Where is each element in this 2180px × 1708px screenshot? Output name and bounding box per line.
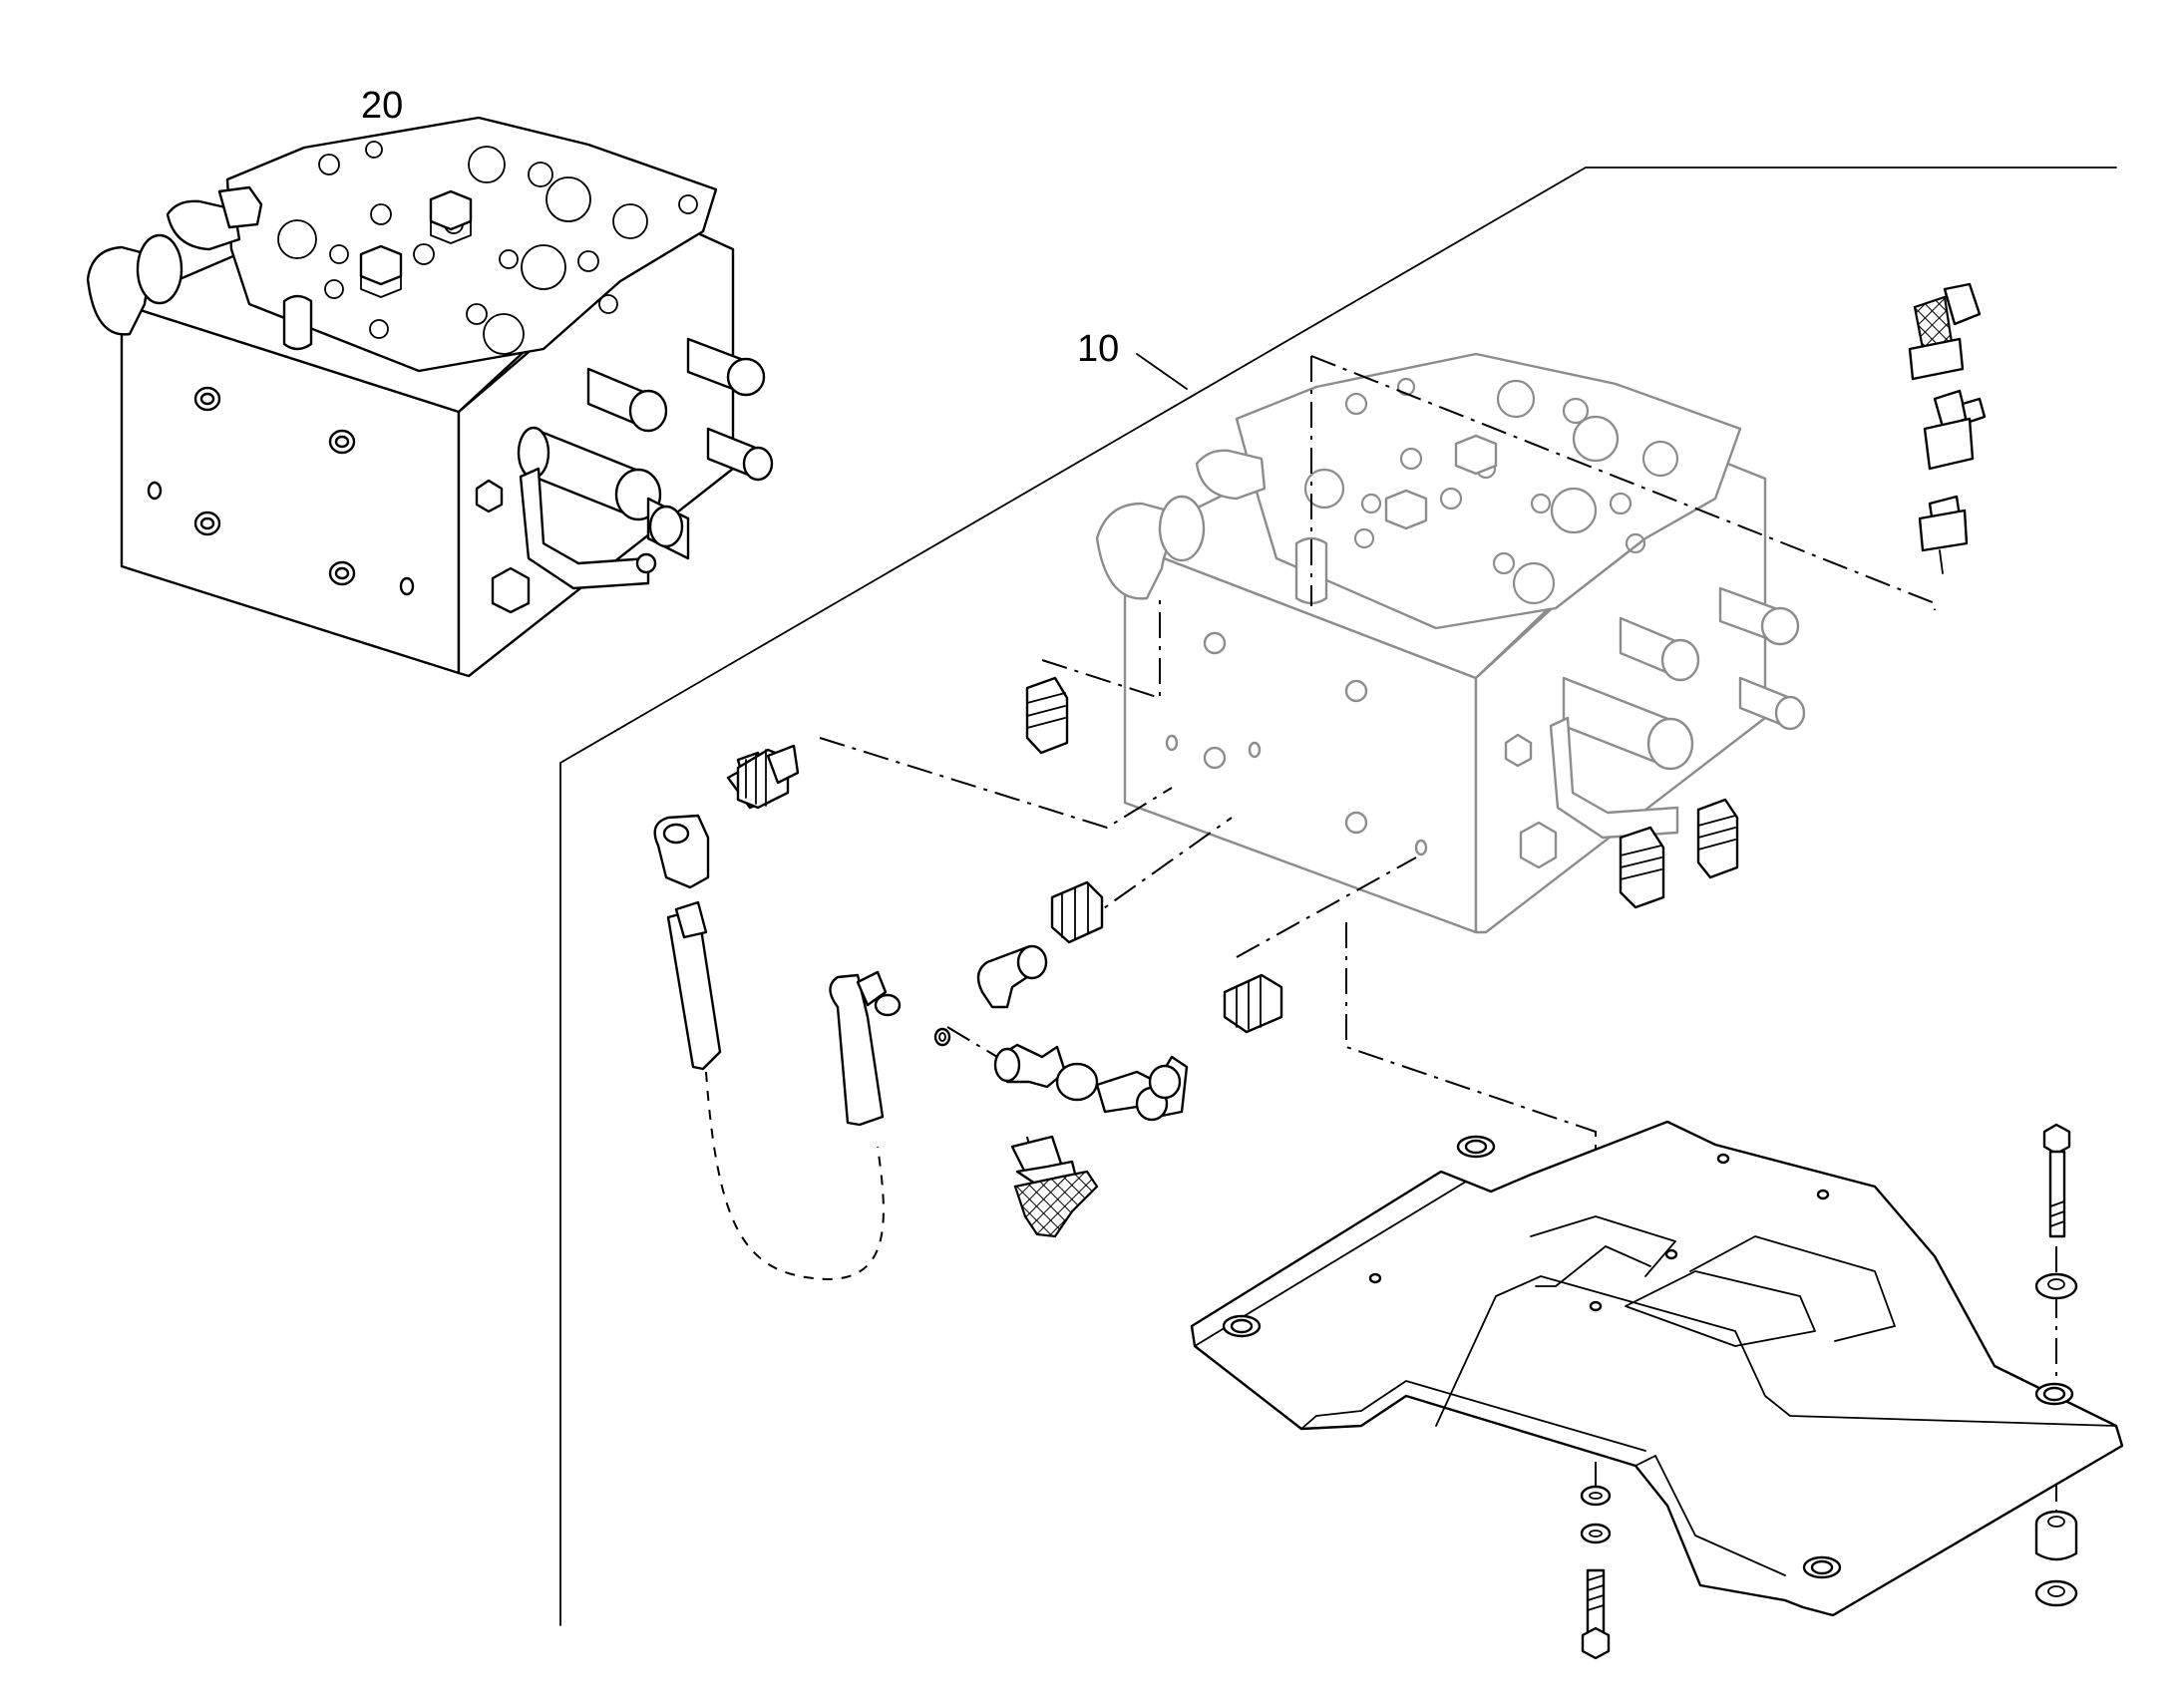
valve-block-10-ghost — [1095, 352, 1806, 934]
adapter-fitting-upper — [736, 744, 800, 810]
washer-lower-left-1 — [1580, 1485, 1612, 1507]
tee-fitting-center — [993, 1043, 1099, 1102]
washer-upper-right — [2034, 1272, 2078, 1300]
fitting-right-2 — [1696, 798, 1739, 879]
straight-adapter-right — [1223, 973, 1283, 1034]
straight-adapter-center — [1050, 880, 1104, 944]
elbow-fitting-right — [1095, 1055, 1189, 1122]
callout-label-20: 20 — [361, 85, 403, 127]
washer-lower-right — [2034, 1579, 2078, 1607]
test-point-assembly-top-right — [1908, 282, 1987, 574]
elbow-fitting-center — [976, 944, 1048, 1009]
hose-lower-left — [829, 970, 902, 1127]
mounting-bracket-plate — [1190, 1120, 2124, 1617]
fitting-left-of-block — [1025, 676, 1069, 755]
o-ring — [933, 1027, 951, 1047]
hose-upper-left — [666, 900, 722, 1071]
hex-bolt-upper-right — [2042, 1123, 2071, 1238]
spacer-lower-right — [2034, 1510, 2078, 1561]
callout-leader-10 — [1136, 353, 1188, 390]
callout-label-10: 10 — [1077, 328, 1119, 370]
test-point-coupling — [1010, 1135, 1099, 1238]
assembly-bracket-line — [559, 167, 2117, 1626]
hex-bolt-lower-left — [1581, 1568, 1611, 1660]
fitting-right-1 — [1619, 826, 1665, 909]
washer-lower-left-2 — [1580, 1523, 1612, 1544]
valve-block-20 — [86, 116, 774, 678]
